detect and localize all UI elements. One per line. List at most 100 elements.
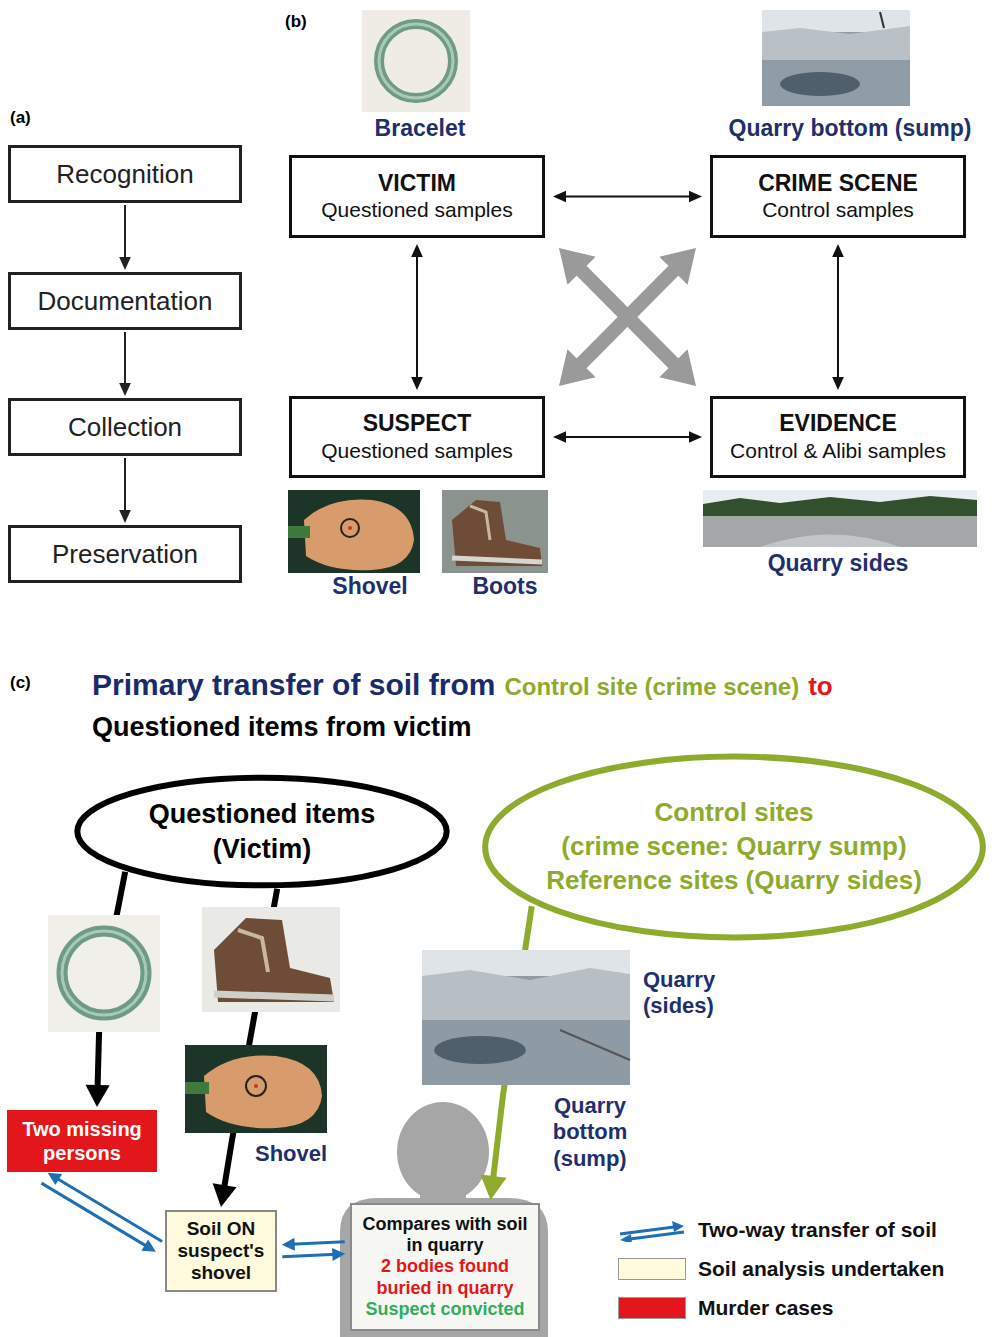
connector	[553, 191, 702, 203]
legend-row: Soil analysis undertaken	[618, 1257, 944, 1281]
panel-letter: (a)	[10, 108, 31, 128]
node-text-group: SUSPECTQuestioned samples	[321, 410, 512, 464]
node-text: Preservation	[52, 539, 198, 570]
quarry-bottom-photo	[762, 10, 910, 106]
node-text: Compares with soil in quarry	[360, 1214, 530, 1256]
bracelet-photo	[48, 915, 160, 1032]
node-text: Questioned items (Victim)	[122, 797, 402, 866]
connector-line	[575, 264, 680, 370]
photo-caption: Bracelet	[375, 116, 466, 141]
arrowhead	[659, 248, 696, 285]
arrowhead	[832, 377, 844, 390]
sample-box: VICTIMQuestioned samples	[289, 155, 545, 238]
arrowhead	[480, 1175, 506, 1200]
node-text-group: Collection	[68, 412, 182, 443]
shovel-photo	[204, 1055, 322, 1128]
node-text: Questioned samples	[321, 197, 512, 223]
node-text-group: Soil ON suspect's shovel	[173, 1218, 269, 1284]
shovel-photo	[185, 1082, 209, 1094]
photo-caption: Quarry bottom (sump)	[545, 1093, 635, 1172]
connector	[559, 248, 696, 386]
arrowhead	[689, 191, 702, 203]
bracelet-photo	[48, 915, 160, 1032]
soil-analysis-box: Soil ON suspect's shovel	[165, 1210, 277, 1292]
bracelet-photo	[362, 10, 470, 112]
node-text-group: EVIDENCEControl & Alibi samples	[730, 410, 946, 464]
quarry-photo	[422, 950, 630, 1085]
sample-box: CRIME SCENEControl samples	[710, 155, 966, 238]
shovel-photo	[185, 1045, 327, 1133]
connector	[553, 431, 702, 443]
connector	[559, 248, 696, 386]
photo-caption: Shovel	[332, 574, 407, 599]
arrowhead	[553, 431, 566, 443]
process-box: Collection	[8, 398, 242, 456]
legend-swatch	[618, 1297, 686, 1319]
connector	[411, 244, 423, 390]
quarry-bottom-photo	[762, 26, 910, 60]
node-text: Suspect convicted	[360, 1299, 530, 1320]
node-text-group: Questioned items (Victim)	[122, 797, 402, 866]
bracelet-photo	[379, 24, 453, 98]
boots-photo	[214, 994, 334, 998]
connector-line	[124, 458, 126, 514]
connector	[119, 205, 131, 270]
arrowhead	[213, 1183, 237, 1207]
node-text-group: Recognition	[56, 159, 193, 190]
arrowhead	[659, 349, 696, 386]
node-text: VICTIM	[321, 170, 512, 198]
heading-part: Questioned items from victim	[92, 712, 472, 743]
legend-text: Murder cases	[698, 1296, 833, 1320]
heading-part: Control site (crime scene)	[504, 673, 799, 701]
legend-arrowhead	[672, 1221, 684, 1232]
boots-photo	[442, 490, 548, 573]
ellipse-outline	[77, 778, 446, 886]
arrowhead	[86, 1085, 110, 1107]
boots-photo	[202, 907, 340, 1012]
node-text-group: Preservation	[52, 539, 198, 570]
photo-caption: Quarry (sides)	[643, 967, 733, 1020]
connector	[119, 458, 131, 523]
photo-caption: Quarry bottom (sump)	[729, 116, 972, 141]
node-text: Questioned samples	[321, 438, 512, 464]
result-box: Compares with soil in quarry2 bodies fou…	[350, 1203, 540, 1331]
arrowhead	[411, 244, 423, 257]
node-text-group: CRIME SCENEControl samples	[758, 170, 918, 224]
quarry-photo	[422, 950, 630, 1085]
arrowhead	[119, 510, 131, 523]
boots-photo	[238, 930, 268, 972]
node-text: SUSPECT	[321, 410, 512, 438]
node-text: Recognition	[56, 159, 193, 190]
arrowhead	[119, 383, 131, 396]
connector-line	[55, 1178, 162, 1242]
connector-line	[124, 332, 126, 387]
shovel-photo	[288, 490, 420, 573]
sample-box: SUSPECTQuestioned samples	[289, 396, 545, 478]
connector-line	[575, 264, 680, 370]
node-text-group: Control sites(crime scene: Quarry sump)R…	[546, 796, 922, 897]
sample-box: EVIDENCEControl & Alibi samples	[710, 396, 966, 478]
shovel-photo	[288, 490, 420, 573]
quarry-photo	[434, 1036, 526, 1064]
legend-text: Soil analysis undertaken	[698, 1257, 944, 1281]
legend-text: Two-way transfer of soil	[698, 1218, 937, 1242]
node-text: Control sites	[546, 796, 922, 830]
quarry-photo	[560, 1030, 630, 1060]
legend-line-sample	[618, 1218, 686, 1242]
photo-caption: Shovel	[255, 1141, 327, 1167]
arrowhead	[332, 1248, 345, 1261]
connector-line	[41, 1183, 148, 1247]
legend-arrowhead	[620, 1234, 632, 1242]
node-text-group: Documentation	[38, 286, 213, 317]
panel-letter: (c)	[10, 673, 31, 693]
boots-photo	[442, 490, 548, 573]
murder-case-box: Two missing persons	[7, 1110, 157, 1172]
node-text: (crime scene: Quarry sump)	[546, 830, 922, 864]
process-box: Documentation	[8, 272, 242, 330]
shovel-photo	[246, 1076, 266, 1096]
quarry-photo	[422, 968, 630, 1020]
process-box: Recognition	[8, 145, 242, 203]
node-text: Reference sites (Quarry sides)	[546, 864, 922, 898]
shovel-photo	[254, 1084, 258, 1088]
